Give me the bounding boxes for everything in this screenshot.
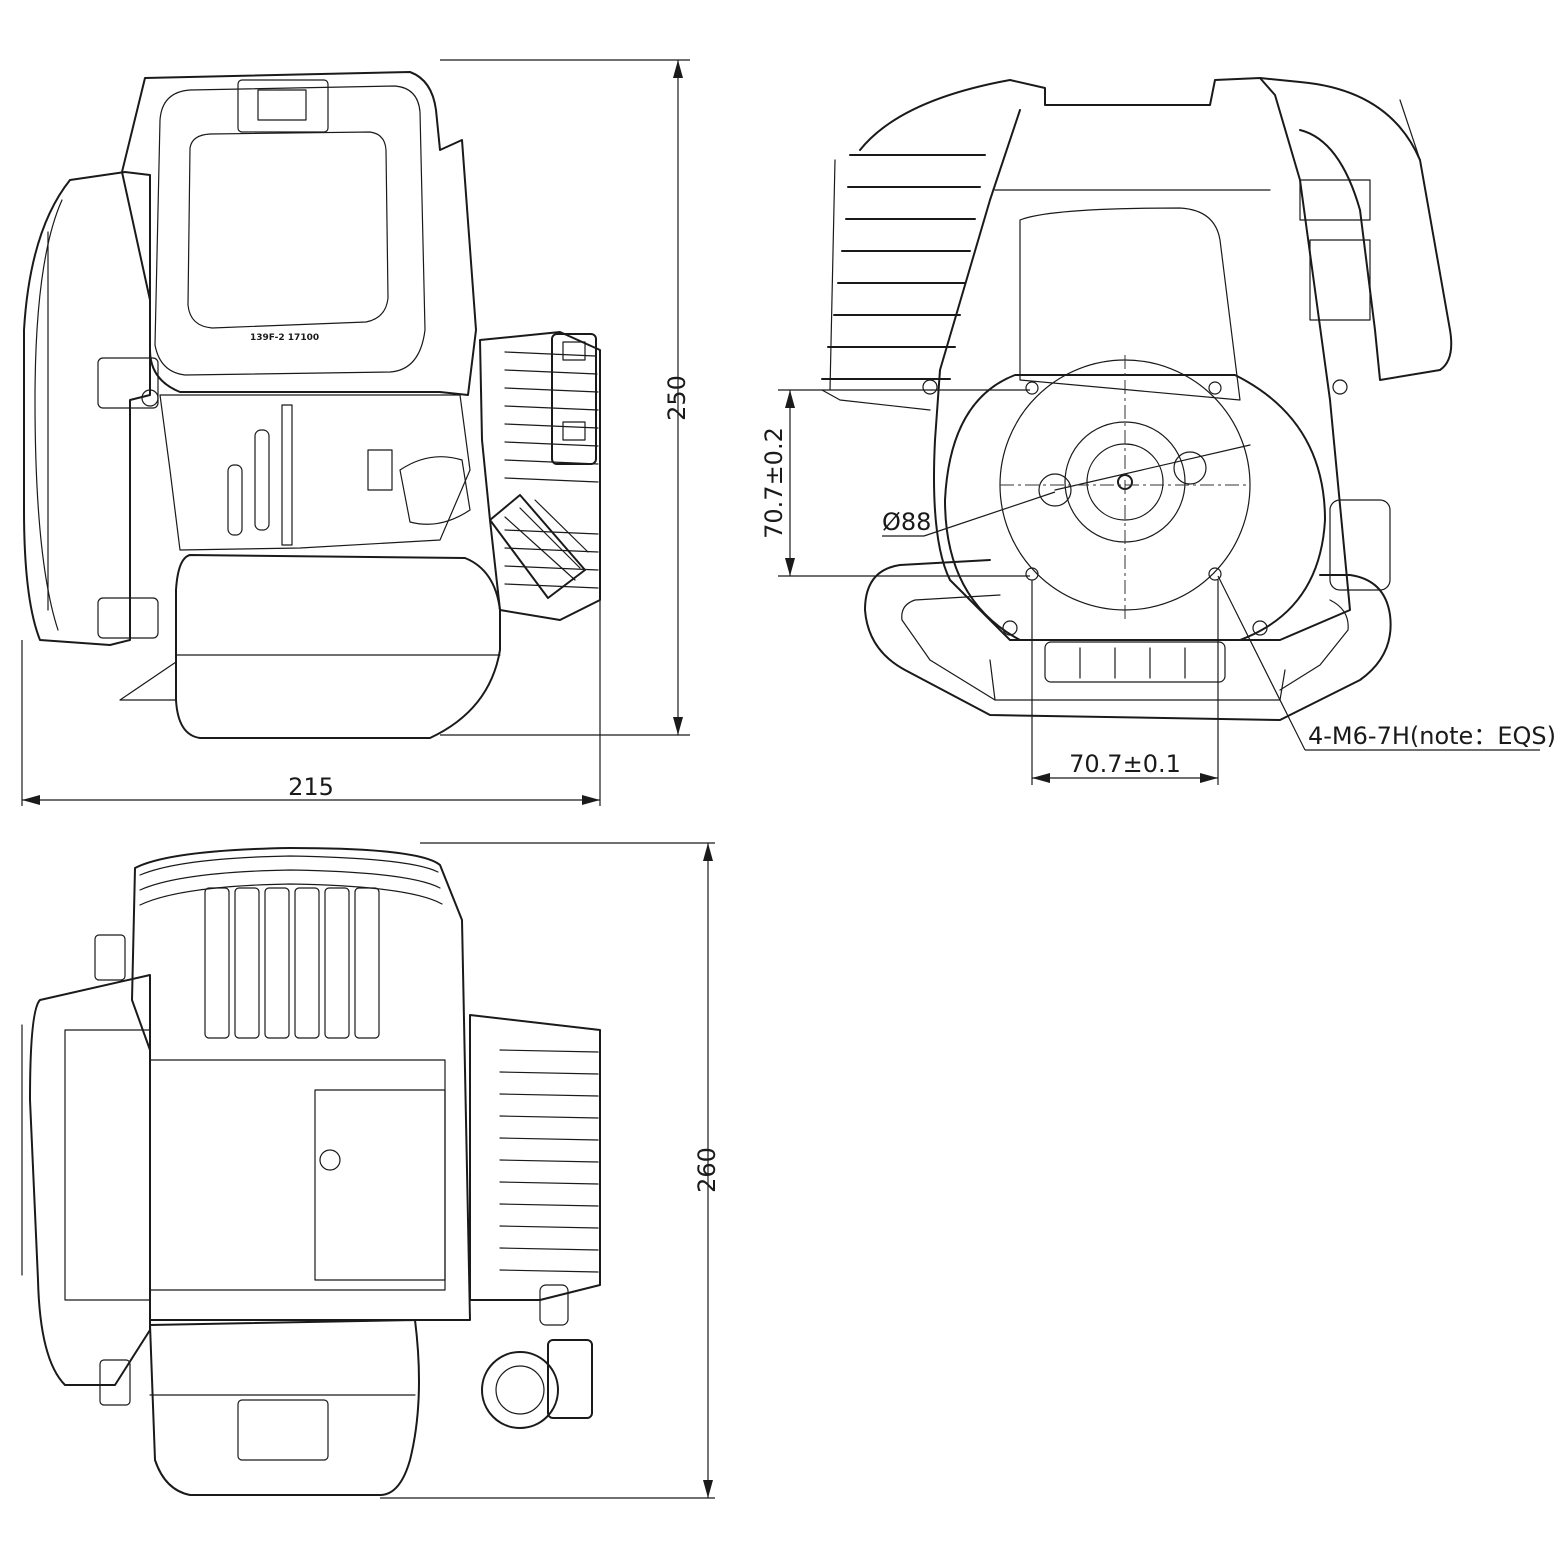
front-view-diameter-text: Ø88 [882, 508, 931, 536]
side-view-filter-panel [187, 131, 389, 329]
top-view-height-arrow-top [703, 843, 713, 861]
front-view-vdim-arrow-top [785, 390, 795, 408]
top-view-primer [539, 1284, 569, 1326]
front-view-mount-hole-br [1208, 567, 1222, 581]
side-view-throttle-grip [551, 333, 597, 465]
side-view-slot-a [254, 429, 270, 531]
front-view-inner-shroud [1019, 207, 1241, 401]
side-view-top-housing [121, 71, 477, 396]
front-view-bolt-br [1252, 620, 1268, 636]
top-view-height-dim-text: 260 [693, 1147, 721, 1193]
front-view-shroud [859, 77, 1351, 641]
top-view-fan-housing [469, 1014, 601, 1301]
side-view-choke-lever [489, 494, 586, 599]
top-view-fuel-tank [149, 1319, 420, 1496]
front-view-pawl-right [1173, 451, 1207, 485]
top-view-bolt-bottom [99, 1359, 131, 1406]
side-view-rod [281, 404, 293, 546]
side-view-width-dim-text: 215 [288, 773, 334, 801]
side-view-tank-foot [119, 661, 177, 701]
front-view-diameter-leader [1054, 444, 1251, 491]
top-view-carb-screw [319, 1149, 341, 1171]
top-view-left-housing [29, 974, 151, 1386]
front-view-mount-hole-tr [1208, 381, 1222, 395]
front-view-mount-hole-bl [1025, 567, 1039, 581]
side-view-fitting [367, 449, 393, 491]
side-view-width-arrow-right [582, 795, 600, 805]
side-view: 139F-2 17100 [21, 59, 691, 806]
top-view-head-slots [204, 887, 380, 1039]
top-view-height-arrow-bottom [703, 1480, 713, 1498]
front-view-vdim-arrow-bottom [785, 558, 795, 576]
front-view-mount-hole-tl [1025, 381, 1039, 395]
front-view-bolt-tr [1332, 379, 1348, 395]
side-view-height-arrow-bottom [673, 717, 683, 735]
front-view-mount-width-text: 70.7±0.1 [1069, 750, 1181, 778]
top-view: 260 [21, 842, 721, 1499]
side-view-fuel-cap [399, 456, 471, 525]
front-view-pawl-left [1038, 473, 1072, 507]
side-view-filter-cover [154, 85, 426, 376]
front-view-handle [1259, 77, 1453, 381]
side-view-bracket-top [97, 357, 159, 409]
front-view-base-stand [864, 559, 1392, 721]
side-view-height-arrow-top [673, 60, 683, 78]
front-view-base-lip [989, 659, 1286, 701]
front-view-thread-note: 4-M6-7H(note：EQS) [1308, 722, 1556, 750]
top-view-fuel-cap [481, 1351, 559, 1429]
front-view-vent-slots [1079, 647, 1186, 679]
front-view-hdim-arrow-left [1032, 773, 1050, 783]
side-view-bracket-bottom [97, 597, 159, 639]
top-view-tank-latch [237, 1399, 329, 1461]
top-view-center-body [149, 1059, 446, 1291]
side-view-part-label: 139F-2 17100 [250, 333, 319, 343]
front-view-diameter-pointer [923, 491, 1056, 537]
front-view-hdim-arrow-right [1200, 773, 1218, 783]
front-view: 70.7±0.2 Ø88 70.7±0.1 4-M6-7H(note：EQS) [760, 77, 1556, 785]
front-view-handle-edge [1399, 99, 1451, 331]
side-view-clutch-housing [479, 331, 601, 621]
side-view-grip-slot-b [562, 421, 586, 441]
front-view-base-inner-right [1279, 599, 1349, 691]
top-view-fan-fins [499, 1049, 599, 1273]
front-view-fins [821, 154, 986, 380]
front-view-fin-base [821, 389, 931, 411]
front-view-bolt-bl [1002, 620, 1018, 636]
front-view-bolt-tl [922, 379, 938, 395]
top-view-cylinder-head [131, 847, 471, 1321]
top-view-carb-box [314, 1089, 446, 1281]
side-view-crankcase [159, 394, 471, 551]
side-view-height-dim-text: 250 [663, 375, 691, 421]
top-view-head-fins [139, 855, 443, 906]
side-view-top-latch [237, 79, 329, 133]
side-view-grip-slot-a [562, 341, 586, 361]
front-view-carb-block [1299, 179, 1371, 221]
front-view-primer-knob [1329, 499, 1391, 591]
front-view-recoil-housing [944, 374, 1326, 641]
front-view-mount-height-text: 70.7±0.2 [760, 427, 788, 539]
side-view-fuel-tank [175, 554, 501, 739]
front-view-carb-body [1309, 239, 1371, 321]
side-view-starter-housing [23, 171, 151, 646]
top-view-fuel-cap-inner [495, 1365, 545, 1415]
top-view-left-panel [64, 1029, 151, 1301]
front-view-thread-leader [1217, 575, 1306, 751]
side-view-width-arrow-left [22, 795, 40, 805]
side-view-slot-b [227, 464, 243, 536]
front-view-fin-edge [829, 159, 836, 391]
front-view-vent-block [1044, 641, 1226, 683]
top-view-bolt-top [94, 934, 126, 981]
front-view-base-inner-left [901, 594, 1001, 701]
side-view-latch-slot [257, 89, 307, 121]
side-view-choke-ribs [504, 499, 589, 581]
top-view-throttle-grip [547, 1339, 593, 1419]
